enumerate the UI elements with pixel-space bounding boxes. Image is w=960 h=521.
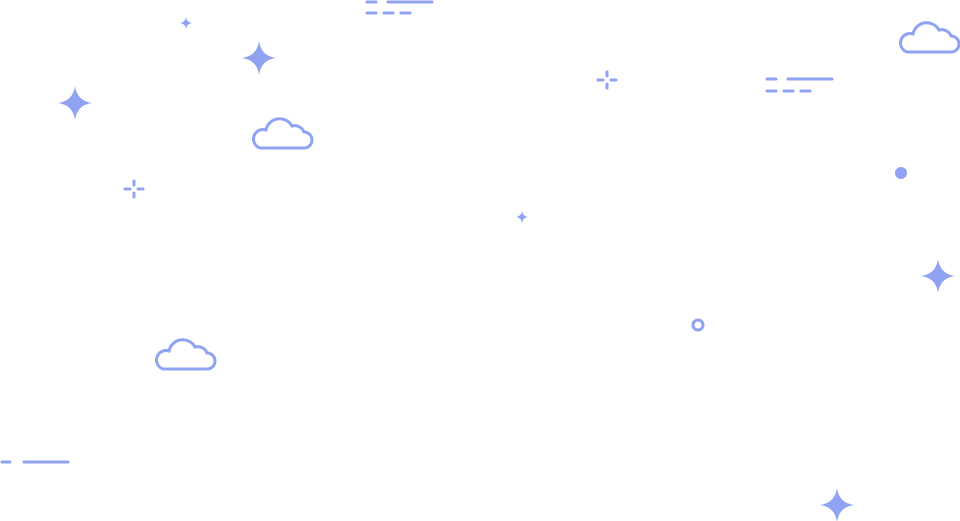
dot-icon bbox=[895, 167, 907, 179]
sparkle-icon bbox=[516, 211, 528, 223]
sparkle-icon bbox=[242, 41, 276, 75]
plus-icon bbox=[596, 70, 618, 90]
ring-icon bbox=[691, 318, 705, 332]
cloud-icon bbox=[899, 21, 960, 54]
dash-lines-icon bbox=[365, 0, 434, 15]
sparkle-icon bbox=[180, 17, 192, 29]
sparkle-icon bbox=[58, 86, 92, 120]
cloud-icon bbox=[252, 117, 314, 150]
plus-icon bbox=[123, 179, 145, 199]
sparkle-icon bbox=[921, 259, 955, 293]
cloud-icon bbox=[155, 338, 217, 371]
dash-lines-icon bbox=[765, 77, 834, 93]
sparkle-icon bbox=[820, 488, 854, 521]
